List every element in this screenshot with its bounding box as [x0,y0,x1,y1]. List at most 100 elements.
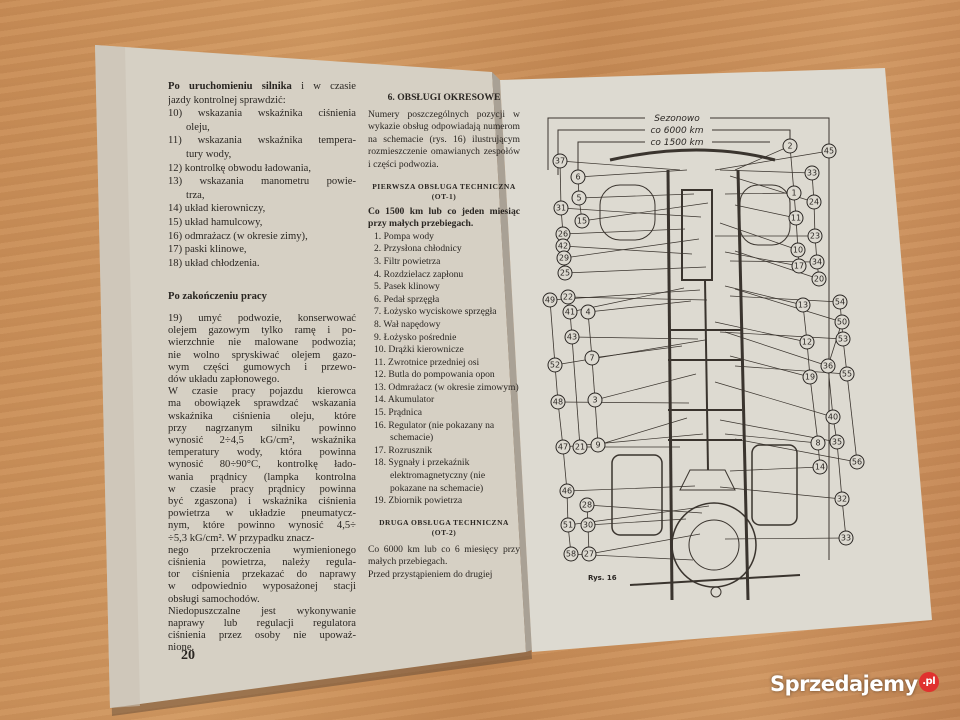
connector-line [827,321,843,367]
leader-line [724,331,829,367]
1500km-bracket [577,141,770,177]
body-line: dów układu zapłonowego. [168,373,280,385]
callout-number: 33 [807,169,817,178]
leader-line [591,345,683,359]
callout-circle [552,153,568,169]
callout-circle [559,483,575,499]
body-line: 19) umyć podwozie, konserwować [168,312,356,324]
body-line: powietrza w układzie pneumatycz- [168,508,356,520]
callout-number: 54 [835,298,845,307]
leader-line [557,401,690,404]
callout-number: 24 [809,198,819,207]
leader-line [559,160,681,171]
callout-circle [810,435,826,451]
body-line: wania prądnicy (lampka kontrolna [168,471,356,483]
body-line: nym, które powinno wynosić 4,5÷ [168,520,356,532]
spacer [168,304,356,313]
callout-number: 58 [566,550,576,559]
left-rear-wheels [611,454,663,536]
leader-line [719,222,799,251]
callout-number: 46 [562,487,572,496]
callout-number: 9 [595,441,600,450]
callout-circle [804,165,820,181]
callout-circle [811,271,827,287]
callout-number: 32 [837,495,847,504]
check-item: 13) wskazania manometru powie- [168,176,356,188]
body-line: naprawy lub regulacji regulatora [168,617,356,629]
body-line: nione. [168,642,195,654]
callout-number: 53 [838,335,848,344]
callout-number: 42 [558,242,568,251]
connector-line [809,376,819,444]
callout-number: 17 [794,262,804,271]
connector-line [559,160,562,209]
callout-number: 14 [815,463,825,472]
leader-line [729,466,821,472]
callout-number: 35 [832,438,842,447]
left-page-edge [95,45,140,708]
callout-circle [560,517,576,533]
callout-number: 33 [841,534,851,543]
figure-caption: Rys. 16 [588,574,617,582]
check-item: trza, [186,189,205,201]
legend-label: co 6000 km [650,126,703,136]
leader-line [734,204,797,219]
body-line: W czasie pracy pojazdu kierowca [168,386,356,398]
connector-line [846,373,858,463]
callout-number: 50 [837,318,847,327]
callout-circle [782,138,798,154]
callout-circle [584,350,600,366]
maintenance-item: 17. Rozrusznik [374,444,433,456]
leader-line [562,245,693,255]
callout-circle [542,292,558,308]
callout-circle [809,254,825,270]
connector-line [549,299,556,366]
callout-number: 8 [815,439,820,448]
callout-number: 31 [556,204,566,213]
callout-circle [574,213,590,229]
leader-line [734,250,820,280]
callout-circle [579,497,595,513]
left-page [95,45,526,708]
callout-circle [555,439,571,455]
connector-line [571,336,581,448]
callout-number: 52 [550,361,560,370]
callout-number: 21 [575,443,585,452]
callout-number: 15 [577,217,587,226]
callout-circle [838,530,854,546]
callout-number: 23 [810,232,820,241]
maintenance-item: 13. Odmrażacz (w okresie zimowym) [374,381,519,393]
engine-block [681,189,713,281]
rear-bumper [629,574,801,586]
maintenance-item: 19. Zbiornik powietrza [374,495,463,507]
leader-line [578,193,695,199]
callout-circle [564,329,580,345]
callout-number: 3 [592,396,597,405]
intro-line: jazdy kontrolnej sprawdzić: [168,94,286,106]
leader-line [594,373,697,401]
body-line: wym części gumowych i przewo- [168,361,356,373]
radiator-grille [609,148,776,162]
left-front-wheel [599,184,656,241]
sprzedajemy-logo: Sprzedajemy.pl [770,672,939,696]
connector-line [789,145,795,194]
maintenance-item: 3. Filtr powietrza [374,255,441,267]
leader-line [719,169,813,174]
callout-circle [839,366,855,382]
callout-number: 48 [553,398,563,407]
ot2-code: (OT-2) [431,527,457,537]
connector-line [557,401,564,448]
connector-line [587,311,593,359]
callout-number: 5 [576,194,581,203]
body-line: nie wolno spryskiwać olejem gazo- [168,349,356,361]
connector-line [836,441,843,500]
callout-number: 26 [558,230,568,239]
callout-circle [570,169,586,185]
leader-line [562,228,686,235]
body-line: ciśnienia przez osoby nie upoważ- [168,630,356,642]
maintenance-item: 15. Prądnica [374,407,422,419]
maintenance-item: 1. Pompa wody [374,230,434,242]
body-line: przy nagrzanym silniku powinno [168,422,356,434]
callout-number: 49 [545,296,555,305]
